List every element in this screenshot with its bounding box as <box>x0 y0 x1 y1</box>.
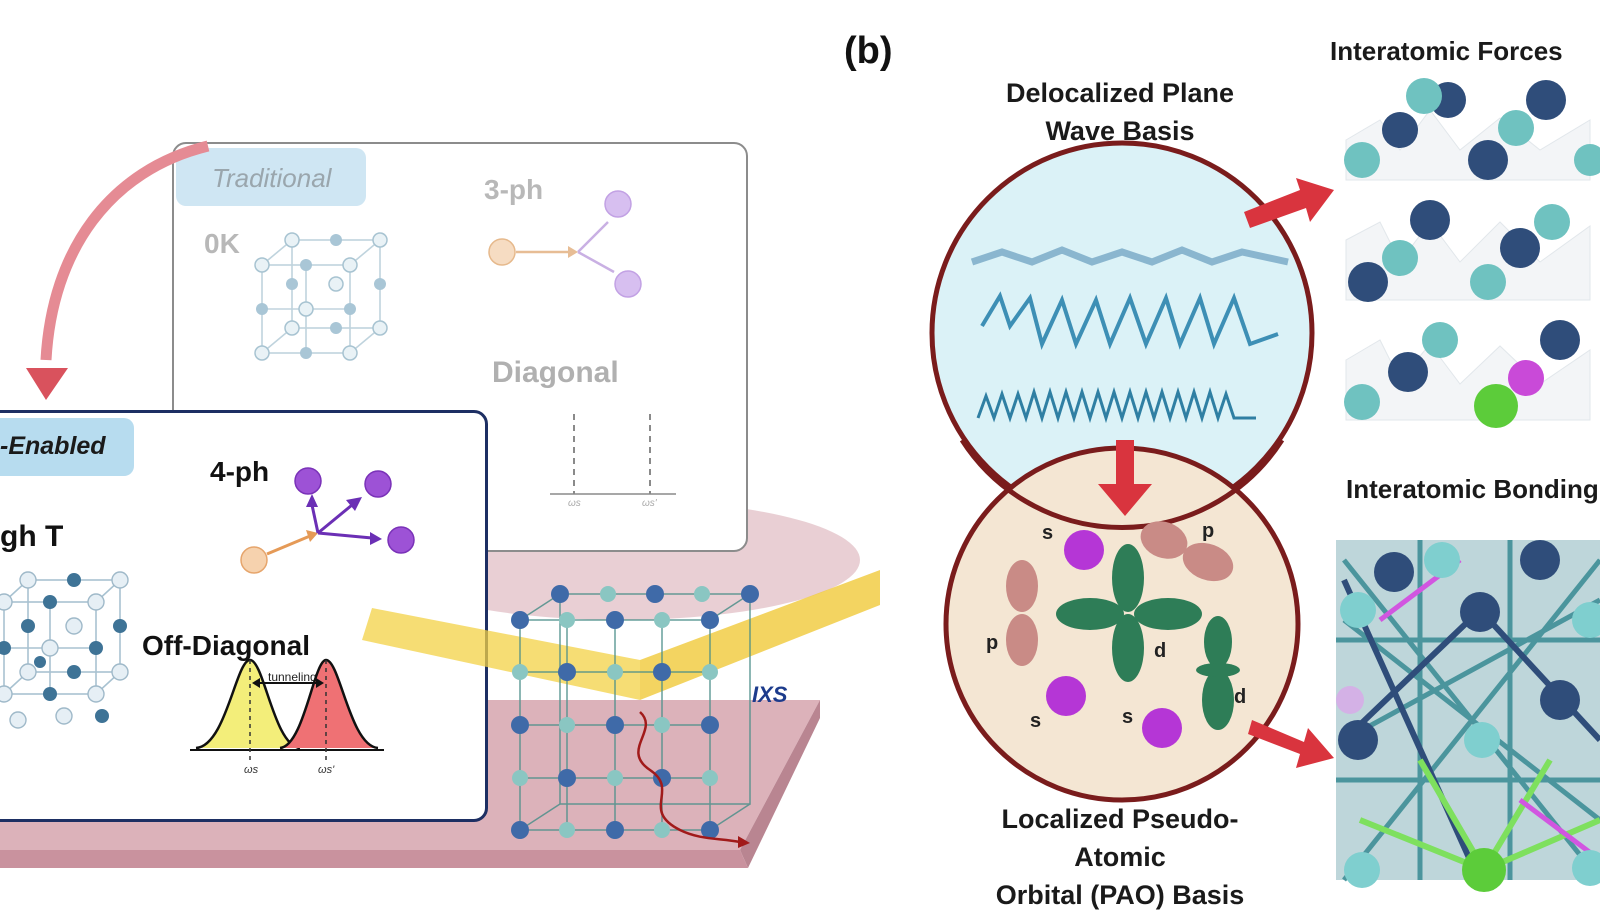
forces-title: Interatomic Forces <box>1330 36 1563 66</box>
tunneling-label: tunneling <box>268 670 317 684</box>
bonding-title: Interatomic Bonding <box>1346 474 1599 504</box>
high-t-label: gh T <box>0 520 64 553</box>
transition-arrow <box>26 140 210 400</box>
off-diagonal-label: Off-Diagonal <box>142 630 310 661</box>
orbital-label-d1: d <box>1154 640 1167 662</box>
enabled-graphics <box>0 467 415 760</box>
traditional-tag-label: Traditional <box>212 163 332 193</box>
orbital-label-p1: p <box>1202 520 1215 542</box>
panel-a: Traditional 0K 3-ph Diagonal <box>0 140 880 868</box>
traditional-tick-1: ωs <box>568 498 581 509</box>
enabled-tag <box>0 418 134 476</box>
enabled-tick-2: ωs' <box>318 764 335 776</box>
three-ph-label: 3-ph <box>484 174 544 205</box>
diagonal-label: Diagonal <box>492 356 619 389</box>
traditional-graphics <box>254 190 676 495</box>
orbital-label-s2: s <box>1030 710 1042 732</box>
ixs-crystal <box>362 570 880 848</box>
panel-b-label: (b) <box>844 30 893 72</box>
orbital-label-d2: d <box>1234 686 1247 708</box>
orbital-label-p2: p <box>986 632 999 654</box>
enabled-tick-1: ωs <box>244 764 259 776</box>
traditional-tick-2: ωs' <box>642 498 657 509</box>
pao-title-line1: Localized Pseudo-Atomic <box>1001 804 1239 872</box>
enabled-tag-label: -Enabled <box>0 432 106 460</box>
zero-k-label: 0K <box>204 228 240 259</box>
ixs-label: IXS <box>752 682 788 707</box>
orbital-label-s3: s <box>1122 706 1134 728</box>
plane-wave-title-line1: Delocalized Plane <box>1005 78 1235 108</box>
four-ph-label: 4-ph <box>210 456 270 487</box>
orbital-label-s1: s <box>1042 522 1054 544</box>
traditional-tag <box>176 148 366 206</box>
